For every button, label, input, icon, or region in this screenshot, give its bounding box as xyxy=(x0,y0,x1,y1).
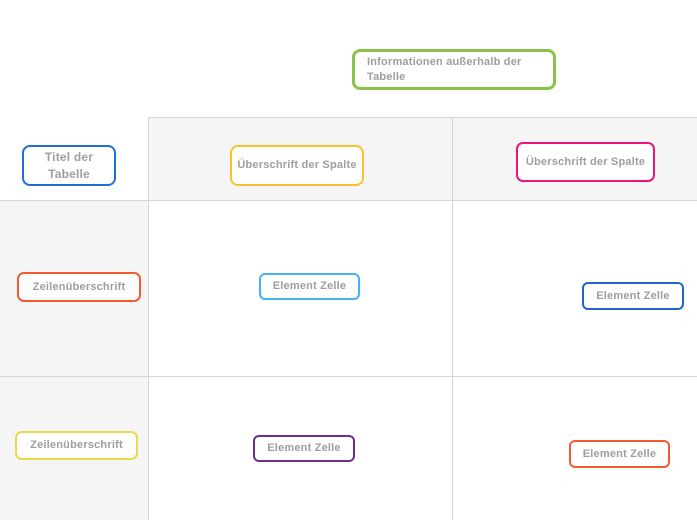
row-header-label-1-text: Zeilenüberschrift xyxy=(32,280,126,293)
row-header-label-1: Zeilenüberschrift xyxy=(17,272,141,302)
table-grid-right-vline xyxy=(452,117,453,520)
cell-element-label-row1-col2-text: Element Zelle xyxy=(596,289,670,302)
cell-element-label-row2-col1: Element Zelle xyxy=(253,435,355,462)
column-header-label-2: Überschrift der Spalte xyxy=(516,142,655,182)
outside-info-label: Informationen außerhalb der Tabelle xyxy=(352,49,556,90)
outside-info-label-text: Informationen außerhalb der Tabelle xyxy=(367,55,522,83)
table-grid-left-vline xyxy=(148,117,149,520)
column-header-label-1-text: Überschrift der Spalte xyxy=(237,159,357,172)
cell-element-label-row2-col1-text: Element Zelle xyxy=(267,442,341,455)
table-grid-middle-line xyxy=(0,200,697,201)
table-title-label-text: Titel der Tabelle xyxy=(44,150,94,181)
table-grid-lower-line xyxy=(0,376,697,377)
cell-element-label-row2-col2: Element Zelle xyxy=(569,440,670,468)
column-header-label-1: Überschrift der Spalte xyxy=(230,145,364,186)
row-header-label-2-text: Zeilenüberschrift xyxy=(30,439,123,452)
table-title-label: Titel der Tabelle xyxy=(22,145,116,186)
cell-element-label-row1-col2: Element Zelle xyxy=(582,282,684,310)
table-grid-top-line xyxy=(148,117,697,118)
cell-element-label-row2-col2-text: Element Zelle xyxy=(582,447,657,460)
cell-element-label-row1-col1: Element Zelle xyxy=(259,273,360,300)
cell-element-label-row1-col1-text: Element Zelle xyxy=(272,280,347,293)
row-header-label-2: Zeilenüberschrift xyxy=(15,431,138,460)
table-row-header-column-band xyxy=(0,201,148,520)
column-header-label-2-text: Überschrift der Spalte xyxy=(525,155,646,168)
